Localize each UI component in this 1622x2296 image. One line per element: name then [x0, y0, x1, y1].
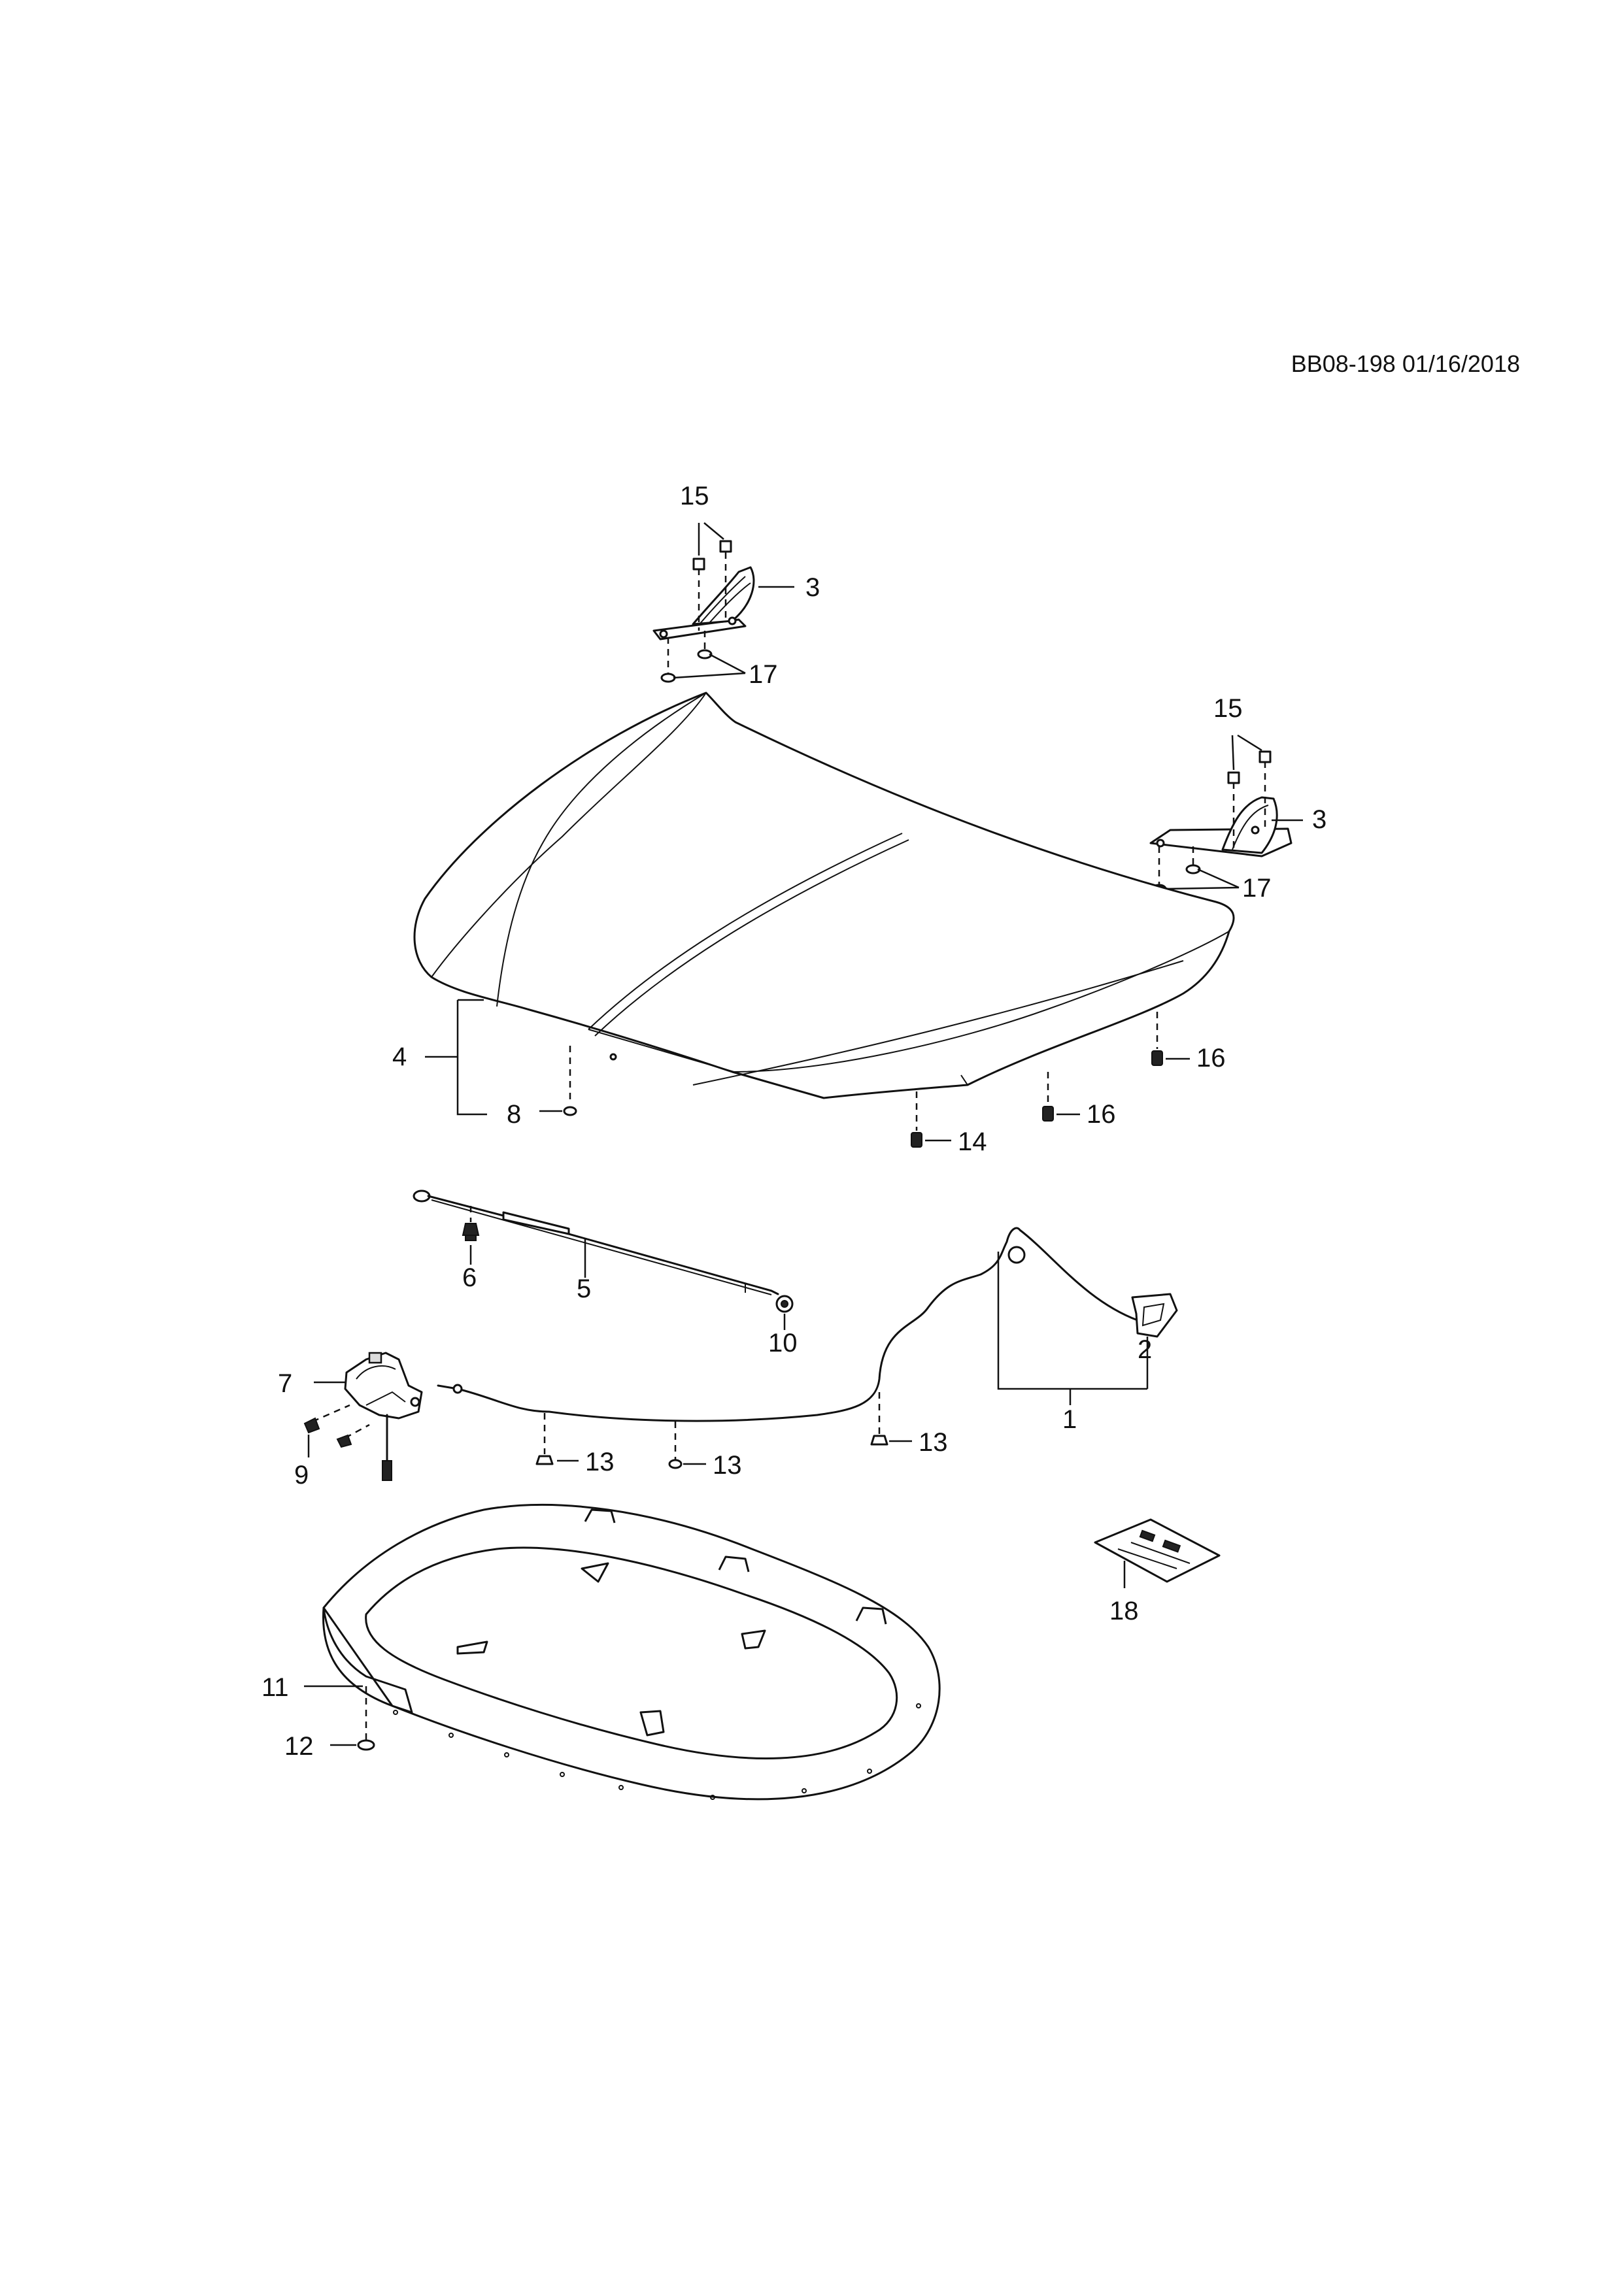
hood-insulator — [322, 1504, 941, 1801]
hood-clip — [563, 1046, 577, 1116]
callout-10: 10 — [768, 1329, 798, 1357]
callout-13-left: 13 — [585, 1448, 615, 1476]
callout-2: 2 — [1138, 1335, 1152, 1364]
diagram-reference: BB08-198 01/16/2018 — [1291, 350, 1520, 377]
callout-5: 5 — [577, 1274, 591, 1303]
warning-label — [1094, 1518, 1221, 1583]
callout-8: 8 — [507, 1100, 521, 1129]
left-hood-hinge — [652, 566, 755, 641]
callout-4: 4 — [392, 1042, 407, 1071]
callout-11: 11 — [262, 1673, 289, 1702]
callout-12: 12 — [284, 1732, 314, 1761]
callout-15-right: 15 — [1213, 694, 1243, 723]
callout-3-right: 3 — [1312, 805, 1326, 834]
callout-16-right: 16 — [1196, 1044, 1226, 1073]
hood-prop-rod — [413, 1190, 779, 1295]
callout-3-left: 3 — [805, 573, 820, 602]
callout-18: 18 — [1109, 1597, 1139, 1625]
callout-17-right: 17 — [1242, 874, 1272, 903]
insulator-retainer — [357, 1686, 375, 1751]
hood-panel — [413, 691, 1235, 1099]
right-hood-hinge — [1149, 796, 1293, 857]
cable-clips — [535, 1392, 888, 1469]
callout-1: 1 — [1062, 1405, 1077, 1434]
hood-release-handle — [1131, 1293, 1178, 1338]
callout-7: 7 — [278, 1369, 292, 1398]
callout-13-center: 13 — [713, 1451, 742, 1480]
hood-latch — [344, 1352, 423, 1481]
callout-6: 6 — [462, 1263, 477, 1292]
callout-14: 14 — [958, 1127, 987, 1156]
hood-release-cable — [437, 1227, 1139, 1422]
prop-rod-clips — [462, 1206, 794, 1313]
left-hinge-bolts — [660, 540, 732, 683]
callout-9: 9 — [294, 1461, 309, 1489]
callout-17-left: 17 — [749, 660, 778, 689]
callout-13-right: 13 — [919, 1428, 948, 1457]
hood-bumpers — [911, 1012, 1163, 1148]
latch-bolts — [303, 1404, 370, 1448]
callout-16-center: 16 — [1087, 1100, 1116, 1129]
callout-15-left: 15 — [680, 482, 709, 510]
